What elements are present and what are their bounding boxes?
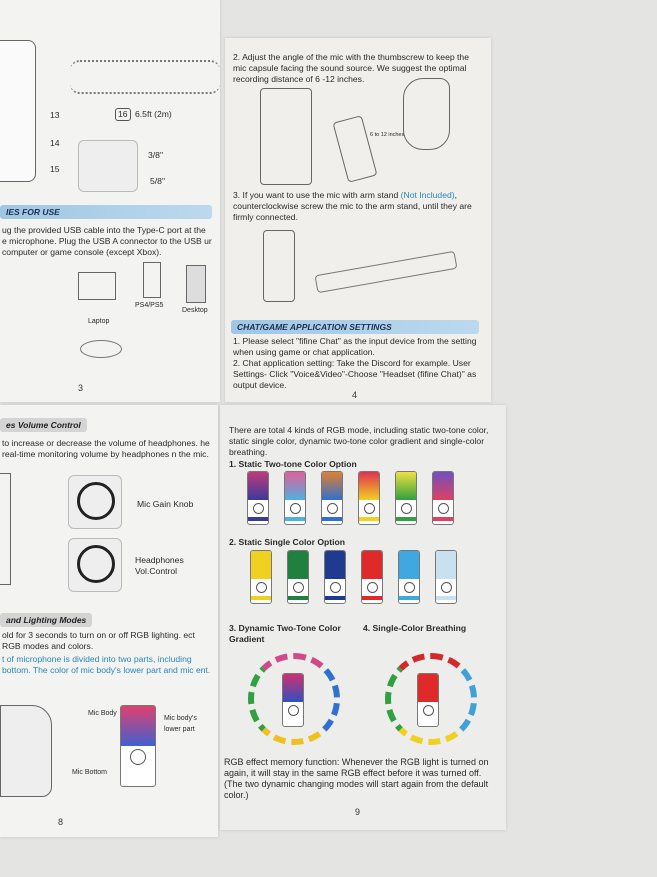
mic-gain-knob-icon (68, 475, 122, 529)
page-8: es Volume Control to increase or decreas… (0, 405, 218, 837)
callout-15: 15 (50, 164, 60, 174)
rgb-mic-swatch (324, 550, 346, 604)
cable-loop (80, 340, 122, 358)
step-3-part-a: 3. If you want to use the mic with arm s… (233, 190, 401, 200)
rgb-mic-swatch (395, 471, 417, 525)
option-1-title: 1. Static Two-tone Color Option (229, 459, 357, 469)
rgb-mic-swatch (358, 471, 380, 525)
arm-illustration (314, 250, 458, 294)
volume-control-header: es Volume Control (0, 418, 87, 432)
gradient-cycle-icon (248, 653, 340, 745)
mic-illustration (0, 40, 36, 182)
page-4: 2. Adjust the angle of the mic with the … (225, 38, 491, 402)
desktop-label: Desktop (182, 307, 208, 314)
desktop-icon (186, 265, 206, 303)
breathing-mic (417, 673, 439, 727)
distance-label: 6 to 12 inches (370, 132, 405, 138)
rgb-mic-swatch (361, 550, 383, 604)
thread-size-5-8: 5/8" (150, 176, 165, 186)
laptop-label: Laptop (88, 318, 110, 325)
mic-colored-illustration (120, 705, 156, 787)
mic-body-label: Mic Body (88, 710, 117, 717)
option-4-title: 4. Single-Color Breathing (363, 623, 467, 633)
memory-function-text: RGB effect memory function: Whenever the… (224, 757, 489, 800)
page-number: 8 (58, 817, 64, 827)
rgb-mic-swatch (247, 471, 269, 525)
rgb-intro: There are total 4 kinds of RGB mode, inc… (229, 425, 489, 457)
breathing-cycle-icon (385, 653, 477, 745)
headphones-knob-icon (68, 538, 122, 592)
page-number: 9 (355, 807, 361, 817)
page-number: 3 (78, 383, 84, 393)
callout-16: 16 (115, 108, 131, 121)
mic-gain-label: Mic Gain Knob (137, 499, 194, 509)
page-3: 16 6.5ft (2m) 13 14 15 3/8" 5/8" IES FOR… (0, 0, 220, 402)
cable-length: 6.5ft (2m) (135, 109, 172, 119)
mic-side-illustration (0, 473, 11, 585)
headphones-label: Headphones Vol.Control (135, 555, 184, 576)
console-icon (143, 262, 161, 298)
chat-item-1: 1. Please select "fifine Chat" as the in… (233, 336, 477, 357)
mic-bottom-label: Mic Bottom (72, 769, 108, 776)
volume-control-text: to increase or decrease the volume of he… (2, 438, 210, 459)
option-2-title: 2. Static Single Color Option (229, 537, 346, 547)
mic-illustration-left (0, 705, 52, 797)
option-3-title: 3. Dynamic Two-Tone Color Gradient (229, 623, 341, 644)
page-9: There are total 4 kinds of RGB mode, inc… (220, 405, 506, 830)
mic-lower-label: Mic body's lower part (164, 715, 197, 733)
not-included-note: (Not Included) (400, 190, 455, 200)
mic-parts-text: t of microphone is divided into two part… (2, 654, 211, 675)
chat-item-2: 2. Chat application setting: Take the Di… (233, 358, 477, 390)
usb-cable-illustration (70, 60, 220, 94)
rgb-mic-swatch (284, 471, 306, 525)
step-3-text: 3. If you want to use the mic with arm s… (233, 190, 481, 223)
gradient-mic (282, 673, 304, 727)
mic-tilt-illustration (260, 88, 312, 185)
face-illustration (403, 78, 450, 150)
callout-13: 13 (50, 110, 60, 120)
laptop-icon (78, 272, 116, 300)
page-number: 4 (352, 390, 358, 400)
section-header: IES FOR USE (0, 205, 212, 219)
step-3-part-b: , counterclockwise screw the mic to the … (233, 190, 472, 222)
callout-14: 14 (50, 138, 60, 148)
thread-illustration (78, 140, 138, 192)
ps-label: PS4/PS5 (135, 302, 164, 309)
rgb-mic-swatch (398, 550, 420, 604)
lighting-text: old for 3 seconds to turn on or off RGB … (2, 630, 195, 651)
thread-size-3-8: 3/8" (148, 150, 163, 160)
rgb-mic-swatch (287, 550, 309, 604)
lighting-modes-header: and Lighting Modes (0, 613, 93, 627)
rgb-mic-swatch (321, 471, 343, 525)
rgb-mic-swatch (250, 550, 272, 604)
arm-stand-illustration (263, 230, 295, 302)
mic-side-illustration (332, 115, 378, 183)
usb-instructions: ug the provided USB cable into the Type-… (2, 225, 212, 257)
rgb-mic-swatch (435, 550, 457, 604)
chat-settings-header: CHAT/GAME APPLICATION SETTINGS (231, 320, 479, 334)
step-2-text: 2. Adjust the angle of the mic with the … (233, 52, 469, 84)
rgb-mic-swatch (432, 471, 454, 525)
